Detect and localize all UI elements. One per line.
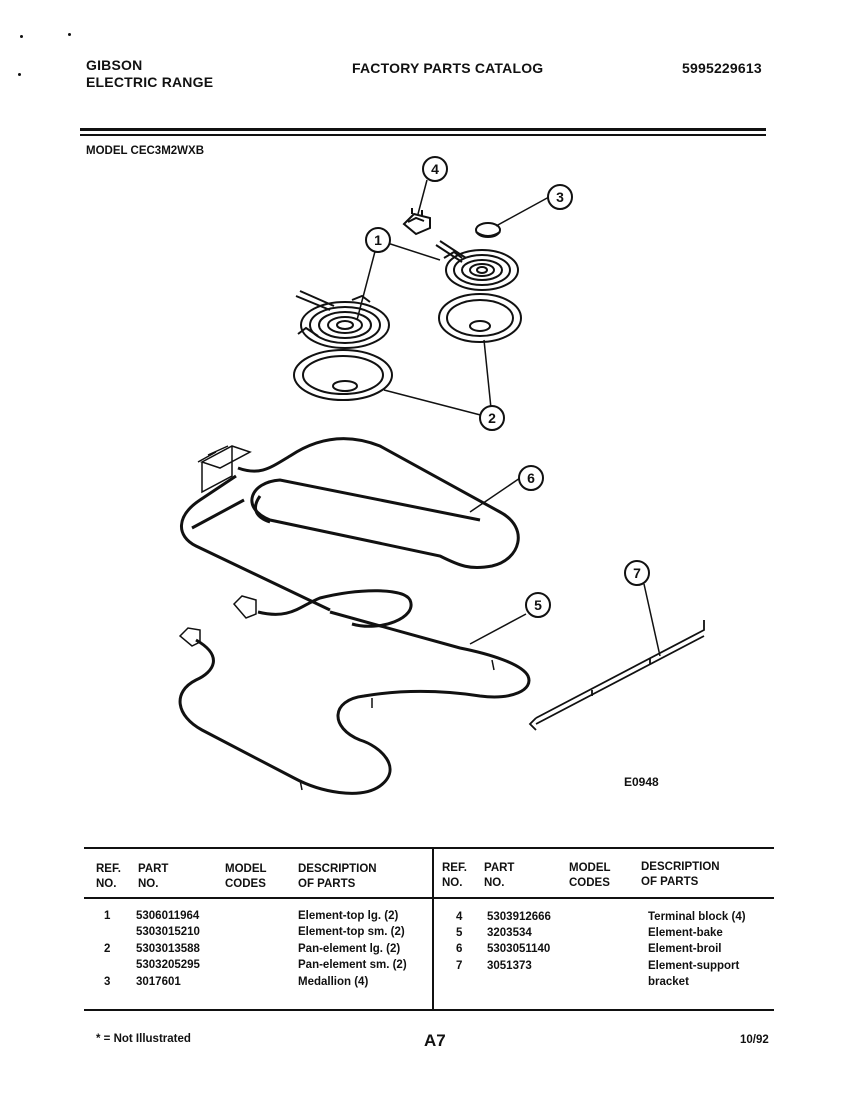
callout-5: 5 (525, 592, 551, 618)
broil-element (180, 437, 520, 612)
drip-pan-small (438, 293, 522, 343)
table-column-divider (432, 849, 434, 1009)
svg-text:1: 1 (374, 232, 382, 248)
svg-text:5: 5 (534, 597, 542, 613)
callout-3: 3 (547, 184, 573, 210)
page-number: A7 (424, 1031, 446, 1050)
terminal-block-part (402, 208, 431, 236)
surface-element-large (295, 290, 390, 349)
part-cell: 5306011964 (136, 910, 200, 922)
drip-pan-large (293, 349, 393, 401)
ref-cell: 5 (456, 927, 463, 939)
part-cell: 5303015210 (136, 926, 200, 938)
brand-line2: ELECTRIC RANGE (86, 74, 214, 90)
catalog-date: 10/92 (740, 1034, 769, 1046)
part-cell: 3051373 (487, 960, 532, 972)
catalog-title: FACTORY PARTS CATALOG (352, 60, 544, 76)
drawing-code: E0948 (624, 775, 659, 789)
surface-element-small (435, 240, 519, 291)
svg-text:7: 7 (633, 565, 641, 581)
svg-text:6: 6 (527, 470, 535, 486)
exploded-parts-diagram: 1 2 3 4 5 6 7 E0948 (178, 156, 705, 795)
ref-cell: 2 (104, 943, 111, 955)
callout-4: 4 (422, 156, 448, 182)
table-bottom-rule (84, 1009, 774, 1011)
desc-cell: Pan-element lg. (2) (298, 943, 401, 955)
svg-text:2: 2 (488, 410, 496, 426)
part-cell: 3017601 (136, 976, 181, 988)
header-rule-thick (80, 128, 766, 131)
header-ref: REF.NO. (96, 863, 121, 890)
part-cell: 5303051140 (487, 943, 551, 955)
ref-cell: 7 (456, 960, 463, 972)
ref-cell: 6 (456, 943, 463, 955)
ref-cell: 1 (104, 910, 111, 922)
ref-cell: 4 (456, 911, 463, 923)
desc-cell: bracket (648, 976, 689, 988)
scan-speck (20, 35, 23, 38)
desc-cell: Element-bake (648, 927, 723, 939)
desc-cell: Terminal block (4) (648, 911, 746, 923)
part-cell: 3203534 (487, 927, 532, 939)
element-support-bracket (528, 620, 705, 731)
header-rule-thin (80, 134, 766, 136)
callout-6: 6 (518, 465, 544, 491)
desc-cell: Medallion (4) (298, 976, 369, 988)
desc-cell: Element-broil (648, 943, 722, 955)
part-cell: 5303912666 (487, 911, 551, 923)
header-ref-right: REF.NO. (442, 862, 467, 889)
scan-speck (18, 73, 21, 76)
svg-text:4: 4 (431, 161, 439, 177)
callout-1: 1 (365, 227, 391, 253)
brand-line1: GIBSON (86, 57, 143, 73)
scan-speck (68, 33, 71, 36)
not-illustrated-note: * = Not Illustrated (96, 1033, 191, 1045)
model-label: MODEL CEC3M2WXB (86, 145, 204, 157)
svg-text:3: 3 (556, 189, 564, 205)
desc-cell: Pan-element sm. (2) (298, 959, 407, 971)
desc-cell: Element-top sm. (2) (298, 926, 405, 938)
callout-2: 2 (479, 405, 505, 431)
table-header-rule (84, 897, 774, 899)
table-top-rule (84, 847, 774, 849)
part-cell: 5303013588 (136, 943, 200, 955)
desc-cell: Element-top lg. (2) (298, 910, 399, 922)
callout-7: 7 (624, 560, 650, 586)
bake-element (178, 589, 531, 795)
medallion-part (475, 222, 501, 238)
desc-cell: Element-support (648, 960, 740, 972)
catalog-number: 5995229613 (682, 60, 762, 76)
ref-cell: 3 (104, 976, 111, 988)
part-cell: 5303205295 (136, 959, 200, 971)
